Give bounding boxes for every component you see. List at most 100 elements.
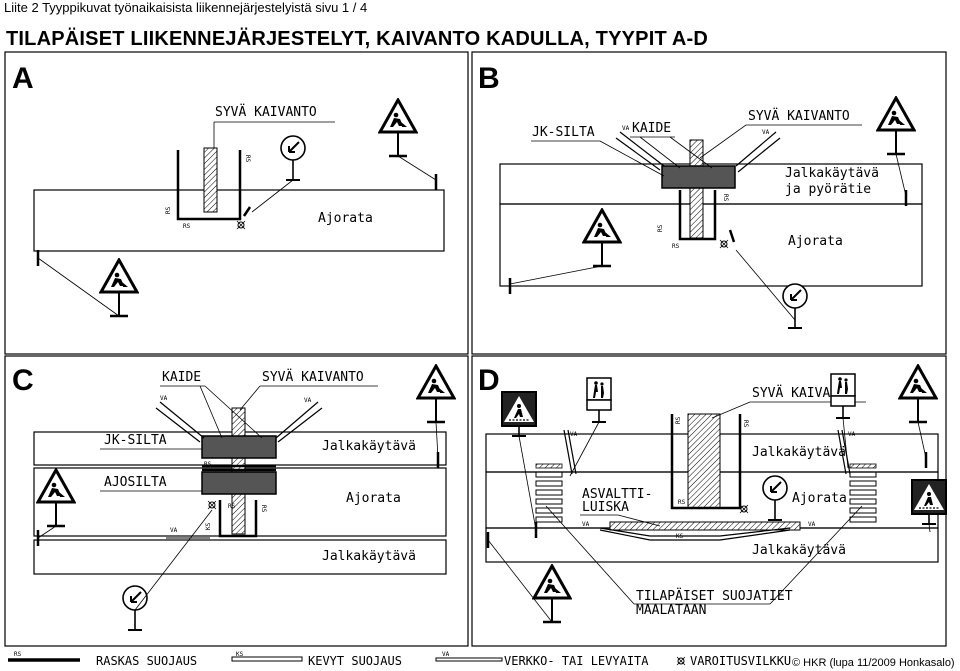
roadwork-warning-sign-icon (36, 468, 76, 528)
panel-d-label-asvaltti2: LUISKA (582, 500, 629, 515)
legend-item-ks: KS KEVYT SUOJAUS (231, 651, 402, 668)
panel-c: C RS RS RS KS VA VA VA KAIDE SYVÄ KAIVAN… (12, 364, 456, 631)
rs-tag: RS (722, 194, 729, 202)
va-tag: VA (170, 527, 178, 534)
va-tag: VA (304, 397, 312, 404)
panel-a-letter: A (12, 62, 34, 95)
warning-flasher-icon (719, 239, 729, 249)
va-tag: VA (582, 521, 590, 528)
panel-b-label-jksilta: JK-SILTA (532, 125, 595, 140)
panel-c-letter: C (12, 364, 34, 397)
panel-b-label-syva: SYVÄ KAIVANTO (748, 108, 850, 124)
panel-d-label-asvaltti1: ASVALTTI- (582, 487, 652, 502)
panel-a: A SYVÄ KAIVANTO RS RS RS Ajorata (12, 62, 445, 318)
panel-d-heavy-barrier (670, 414, 742, 510)
rs-tag: RS (675, 416, 682, 424)
panel-c-label-ajorata: Ajorata (346, 491, 401, 506)
panel-d-label-jalka-bottom: Jalkakäytävä (752, 543, 846, 558)
warning-flasher-icon (676, 656, 686, 666)
panel-b-label-jalka1: Jalkakäytävä (785, 166, 879, 181)
roadwork-warning-sign-icon (532, 564, 572, 624)
legend-item-va: VA VERKKO- TAI LEVYAITA (435, 651, 649, 668)
panel-d-excavation (687, 413, 721, 509)
panel-b: B VA VA JK-SILTA KAIDE SYVÄ KAIVANTO Jal… (478, 62, 923, 329)
legend-varoitus-label: VAROITUSVILKKU (690, 654, 791, 668)
roadwork-warning-sign-icon (582, 208, 622, 268)
rs-tag: RS (672, 243, 680, 250)
rs-tag: RS (678, 499, 686, 506)
temporary-crosswalk-left (535, 463, 563, 523)
va-tag: VA (848, 431, 856, 438)
pedestrian-crossing-sign-icon (911, 479, 947, 525)
roadwork-warning-sign-icon (416, 364, 456, 424)
panel-c-label-ajosilta: AJOSILTA (104, 475, 167, 490)
panel-d-letter: D (478, 364, 500, 397)
roadwork-warning-sign-icon (99, 258, 139, 318)
va-tag: VA (762, 129, 770, 136)
panel-d-label-jalka-top: Jalkakäytävä (752, 445, 846, 460)
rs-tag: RS (183, 223, 191, 230)
panel-b-road (499, 203, 923, 287)
rs-tag: RS (244, 155, 251, 163)
panel-a-excavation (203, 147, 218, 213)
panel-b-heavy-barrier (678, 190, 717, 241)
panel-c-label-jalka-bottom: Jalkakäytävä (322, 549, 416, 564)
legend-va-label: VERKKO- TAI LEVYAITA (504, 654, 649, 668)
panel-a-frame (4, 51, 469, 355)
va-tag: VA (570, 431, 578, 438)
temporary-crosswalk-right (849, 463, 877, 523)
panel-d: D RS RS RS KS VA VA VA VA (478, 364, 947, 624)
panel-b-letter: B (478, 62, 500, 95)
panel-b-frame (471, 51, 947, 355)
legend-rs-tag: RS (14, 651, 22, 658)
va-tag: VA (160, 395, 168, 402)
warning-flasher-icon (739, 504, 749, 514)
warning-flasher-icon (236, 220, 246, 230)
panel-d-label-ajorata: Ajorata (792, 491, 847, 506)
ks-tag: KS (676, 533, 684, 540)
panel-b-excavation (689, 139, 704, 239)
legend-va-tag: VA (442, 651, 450, 658)
ks-tag: KS (205, 522, 212, 530)
legend-item-varoitus: VAROITUSVILKKU (676, 654, 791, 668)
panel-c-label-syva: SYVÄ KAIVANTO (262, 369, 364, 385)
copyright-text: © HKR (lupa 11/2009 Honkasalo) (792, 657, 955, 669)
panel-c-label-kaide: KAIDE (162, 370, 201, 385)
pedestrian-guide-sign-icon (830, 373, 856, 419)
panel-b-label-jalka2: ja pyörätie (785, 182, 871, 197)
legend-item-rs: RS RASKAS SUOJAUS (8, 651, 197, 668)
legend-ks-label: KEVYT SUOJAUS (308, 654, 402, 668)
direction-sign-icon (280, 135, 306, 181)
panel-c-sidewalk-bottom (33, 539, 447, 575)
panel-a-label-ajorata: Ajorata (318, 211, 373, 226)
rs-tag: RS (742, 420, 749, 428)
va-tag: VA (622, 125, 630, 132)
warning-flasher-icon (207, 500, 217, 510)
panel-d-label-syva: SYVÄ KAIVANTO (752, 385, 854, 401)
panel-b-label-kaide: KAIDE (632, 121, 671, 136)
panel-c-drive-bridge (201, 471, 277, 495)
legend-ks-tag: KS (236, 651, 244, 658)
roadwork-warning-sign-icon (378, 98, 418, 158)
direction-sign-icon (782, 283, 808, 329)
rs-tag: RS (204, 461, 212, 468)
va-tag: VA (808, 521, 816, 528)
panel-d-label-tila1: TILAPÄISET SUOJATIET (636, 588, 793, 604)
page-caption: Liite 2 Tyyppikuvat työnaikaisista liike… (4, 0, 368, 15)
panel-b-label-ajorata: Ajorata (788, 234, 843, 249)
panel-a-heavy-barrier (176, 150, 242, 221)
legend-rs-label: RASKAS SUOJAUS (96, 654, 197, 668)
rs-tag: RS (260, 505, 267, 513)
rs-tag: RS (657, 224, 664, 232)
rs-tag: RS (228, 503, 236, 510)
legend: RS RASKAS SUOJAUS KS KEVYT SUOJAUS VA VE… (8, 651, 955, 669)
panel-a-label-syva: SYVÄ KAIVANTO (215, 104, 317, 120)
rs-tag: RS (165, 206, 172, 214)
panel-c-frame (4, 355, 469, 647)
panel-d-sidewalk-bottom (485, 527, 939, 563)
roadwork-warning-sign-icon (876, 96, 916, 156)
page-title: TILAPÄISET LIIKENNEJÄRJESTELYT, KAIVANTO… (6, 28, 709, 50)
panel-d-label-tila2: MAALATAAN (636, 603, 706, 618)
panel-d-asphalt-ramp (609, 521, 801, 531)
pedestrian-crossing-sign-icon (501, 391, 537, 437)
